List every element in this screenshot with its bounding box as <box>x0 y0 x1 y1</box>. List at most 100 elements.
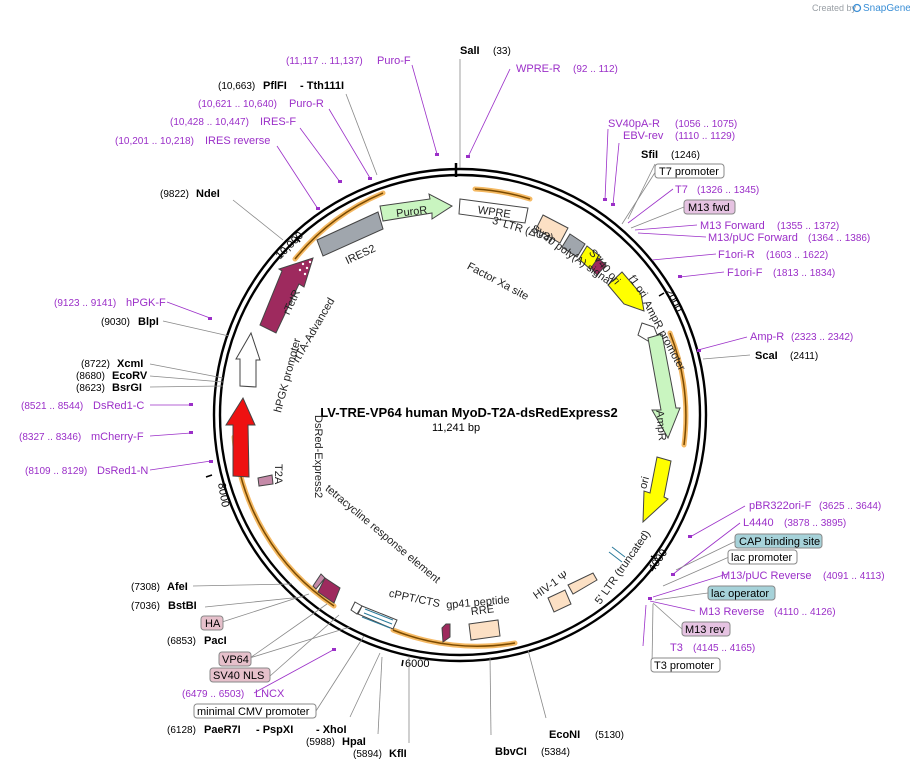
enzyme-econi[interactable]: EcoNI <box>549 729 580 741</box>
enzyme-bsrgi[interactable]: BsrGI <box>112 382 142 394</box>
primer-m13-puc-forward-range: (1364 .. 1386) <box>808 233 870 244</box>
t3-promoter-label[interactable]: T3 promoter <box>650 657 721 673</box>
primer-lncx[interactable]: LNCX <box>255 688 285 700</box>
enzyme-econi-pos: (5130) <box>595 730 624 741</box>
primer-m13-reverse-range: (4110 .. 4126) <box>774 607 836 618</box>
primer-ebv-rev[interactable]: EBV-rev <box>623 130 664 142</box>
enzyme-kfli[interactable]: KflI <box>389 748 407 760</box>
feature-t2a[interactable]: T2A <box>272 464 284 485</box>
primer-mcherry-f[interactable]: mCherry-F <box>91 431 144 443</box>
enzyme-pspxi[interactable]: - PspXI <box>256 724 293 736</box>
primer-dsred1-n[interactable]: DsRed1-N <box>97 465 148 477</box>
feature-dsred-express2[interactable]: DsRed-Express2 <box>312 415 324 498</box>
f1-ori-arrow <box>607 271 645 312</box>
enzyme-ndei[interactable]: NdeI <box>196 188 220 200</box>
primer-dsred1-c[interactable]: DsRed1-C <box>93 400 144 412</box>
enzyme-sali-pos: (33) <box>493 46 511 57</box>
primer-marks <box>189 153 701 651</box>
primer-m13-puc-reverse[interactable]: M13/pUC Reverse <box>721 570 811 582</box>
lac-promoter-label[interactable]: lac promoter <box>727 549 798 565</box>
enzyme-afei[interactable]: AfeI <box>167 581 188 593</box>
primer-m13-puc-reverse-range: (4091 .. 4113) <box>823 571 885 582</box>
tick-6000: 6000 <box>405 658 429 670</box>
feature-rtta-advanced[interactable]: rtTA-Advanced <box>291 296 338 365</box>
credit-brand: SnapGene <box>863 3 910 14</box>
primer-m13-reverse[interactable]: M13 Reverse <box>699 606 764 618</box>
ha-text: HA <box>205 618 221 630</box>
feature-wpre[interactable]: WPRE <box>477 204 511 220</box>
feature-gp41[interactable]: gp41 peptide <box>446 594 510 611</box>
enzyme-sfii[interactable]: SfiI <box>641 149 658 161</box>
enzyme-bstbi-pos: (7036) <box>131 601 160 612</box>
enzyme-hpai[interactable]: HpaI <box>342 736 366 748</box>
primer-amp-r[interactable]: Amp-R <box>750 331 784 343</box>
feature-shapes <box>225 193 681 643</box>
t7-promoter-label[interactable]: T7 promoter <box>654 163 725 179</box>
m13-fwd-label[interactable]: M13 fwd <box>683 199 736 215</box>
enzyme-xcmi[interactable]: XcmI <box>117 358 143 370</box>
enzyme-bbvci[interactable]: BbvCI <box>495 746 527 758</box>
sv40-nls-text: SV40 NLS <box>213 670 264 682</box>
tick-10000: 10,000 <box>274 230 306 262</box>
primer-f1ori-f[interactable]: F1ori-F <box>727 267 763 279</box>
enzyme-tth111i[interactable]: - Tth111I <box>300 80 344 92</box>
cap-binding-site-label[interactable]: CAP binding site <box>734 533 823 549</box>
snapgene-logo-icon <box>852 3 862 13</box>
sv40-polya-box <box>561 233 586 258</box>
feature-puror[interactable]: PuroR <box>396 204 428 220</box>
enzyme-blpi[interactable]: BlpI <box>138 316 159 328</box>
ltr5-hatch <box>608 546 626 563</box>
feature-tre[interactable]: tetracycline response element <box>323 483 443 586</box>
primer-puro-r[interactable]: Puro-R <box>289 98 324 110</box>
primer-t3[interactable]: T3 <box>670 642 683 654</box>
m13-fwd-text: M13 fwd <box>688 202 730 214</box>
cppt-box <box>350 601 363 615</box>
primer-l4440[interactable]: L4440 <box>743 517 774 529</box>
primer-ires-f[interactable]: IRES-F <box>260 116 296 128</box>
primer-m13-puc-forward[interactable]: M13/pUC Forward <box>708 232 798 244</box>
ltr3-box <box>535 214 569 244</box>
primer-pbr322ori-f[interactable]: pBR322ori-F <box>749 500 812 512</box>
enzyme-xcmi-pos: (8722) <box>81 359 110 370</box>
primer-hpgk-f[interactable]: hPGK-F <box>126 297 166 309</box>
vp64-label[interactable]: VP64 <box>218 651 252 667</box>
cap-binding-site-text: CAP binding site <box>739 536 820 548</box>
primer-sv40pa-r-range: (1056 .. 1075) <box>675 119 737 130</box>
primer-t7[interactable]: T7 <box>675 184 688 196</box>
primer-sv40pa-r[interactable]: SV40pA-R <box>608 118 660 130</box>
enzyme-hpai-pos: (5988) <box>306 737 335 748</box>
minimal-cmv-promoter-label[interactable]: minimal CMV promoter <box>193 703 317 719</box>
sv40-nls-label[interactable]: SV40 NLS <box>209 667 271 683</box>
enzyme-pflfi[interactable]: PflFI <box>263 80 287 92</box>
primer-ires-reverse[interactable]: IRES reverse <box>205 135 270 147</box>
feature-factor-xa[interactable]: Factor Xa site <box>465 260 531 302</box>
feature-ampr[interactable]: AmpR <box>653 410 668 442</box>
enzyme-scai[interactable]: ScaI <box>755 350 778 362</box>
lac-operator-text: lac operator <box>711 588 769 600</box>
enzyme-bstbi[interactable]: BstBI <box>168 600 197 612</box>
ha-label[interactable]: HA <box>200 615 224 631</box>
feature-ori[interactable]: ori <box>637 475 652 490</box>
primer-leaders <box>149 64 748 694</box>
feature-cppt[interactable]: cPPT/CTS <box>388 588 441 611</box>
enzyme-sali[interactable]: SalI <box>460 45 480 57</box>
enzyme-xhoi[interactable]: - XhoI <box>316 724 347 736</box>
m13-rev-label[interactable]: M13 rev <box>681 621 731 637</box>
m13-rev-text: M13 rev <box>685 624 725 636</box>
tre-hatch <box>361 608 394 629</box>
primer-t3-range: (4145 .. 4165) <box>693 643 755 654</box>
lac-operator-label[interactable]: lac operator <box>707 585 776 601</box>
feature-rre[interactable]: RRE <box>470 603 495 618</box>
primer-m13-forward[interactable]: M13 Forward <box>700 220 765 232</box>
enzyme-ecorv[interactable]: EcoRV <box>112 370 148 382</box>
feature-ires2[interactable]: IRES2 <box>344 243 378 267</box>
enzyme-paer7i[interactable]: PaeR7I <box>204 724 241 736</box>
primer-f1ori-r[interactable]: F1ori-R <box>718 249 755 261</box>
rtta-arrow <box>259 257 314 334</box>
primer-dsred1-n-range: (8109 .. 8129) <box>25 466 87 477</box>
primer-puro-f[interactable]: Puro-F <box>377 55 411 67</box>
primer-amp-r-range: (2323 .. 2342) <box>791 332 853 343</box>
enzyme-paci[interactable]: PacI <box>204 635 227 647</box>
primer-wpre-r[interactable]: WPRE-R <box>516 63 561 75</box>
primer-ires-reverse-range: (10,201 .. 10,218) <box>115 136 194 147</box>
